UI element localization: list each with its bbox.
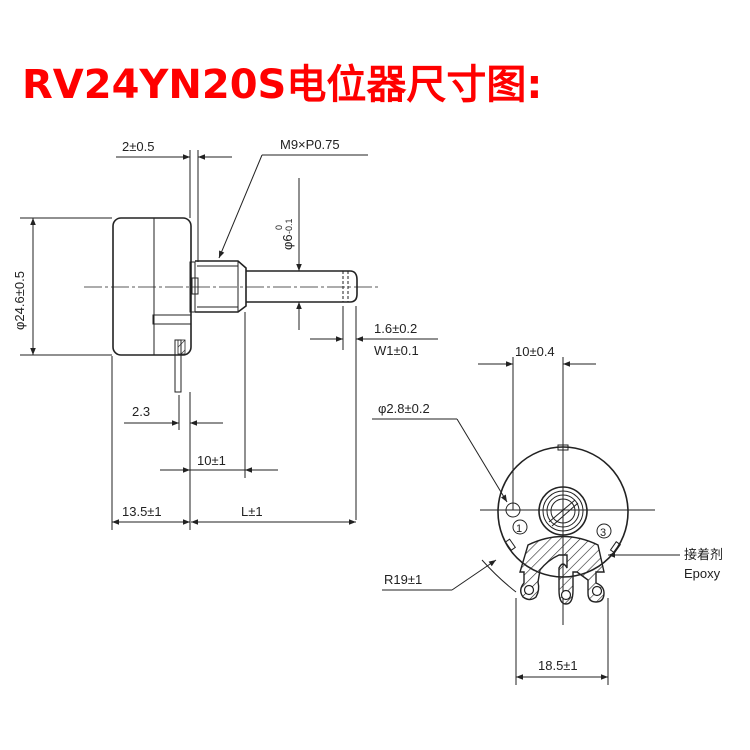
- dim-terminal-offset: 2.3: [132, 404, 150, 419]
- drawing-title: RV24YN20S电位器尺寸图:: [22, 62, 543, 108]
- flange-plate: [189, 261, 196, 313]
- radius-arc: [481, 559, 517, 593]
- terminal-1-label: 1: [516, 523, 522, 535]
- dim-body-depth: 13.5±1: [122, 504, 162, 519]
- threaded-bushing: [195, 260, 247, 313]
- dim-hole-diameter: φ2.8±0.2: [378, 401, 430, 416]
- front-view: 1 3 10±0.4 φ2.8±0.2 接着剂 Epoxy R19±1: [372, 344, 723, 685]
- anti-rotation-tab: [191, 277, 199, 295]
- shaft: [246, 270, 358, 303]
- dim-bushing-length: 10±1: [197, 453, 226, 468]
- pot-body: [112, 217, 192, 356]
- adhesive-label-en: Epoxy: [684, 566, 721, 581]
- terminal-3-label: 3: [600, 527, 606, 539]
- terminal-1-marker: [512, 519, 528, 535]
- adhesive-label-cn: 接着剂: [684, 547, 723, 562]
- dim-thread: M9×P0.75: [280, 137, 340, 152]
- terminal-block: [519, 535, 605, 605]
- dim-slot-width: W1±0.1: [374, 343, 419, 358]
- side-view: 2±0.5 M9×P0.75 φ6 0 -0.1 φ24.6±0.5 1.6±0…: [12, 137, 438, 530]
- dim-slot-depth: 1.6±0.2: [374, 321, 417, 336]
- dim-body-diameter: φ24.6±0.5: [12, 271, 27, 330]
- dim-shaft-diameter: φ6: [280, 234, 295, 250]
- shaft-ring-outer: [538, 486, 588, 536]
- terminal-lug-hole-1: [523, 584, 535, 596]
- terminal-lug-hole-2: [560, 589, 572, 601]
- dim-flange-thickness: 2±0.5: [122, 139, 154, 154]
- dim-terminal-span: 18.5±1: [538, 658, 578, 673]
- dim-shaft-length: L±1: [241, 504, 263, 519]
- dim-shaft-tol-upper: 0: [274, 225, 284, 230]
- dim-terminal-radius: R19±1: [384, 572, 422, 587]
- terminal-lug-hole-3: [591, 585, 603, 597]
- terminal-3-marker: [596, 523, 612, 539]
- dim-hole-spacing: 10±0.4: [515, 344, 555, 359]
- terminal-bar: [152, 314, 192, 325]
- dim-shaft-tol-lower: -0.1: [284, 218, 294, 234]
